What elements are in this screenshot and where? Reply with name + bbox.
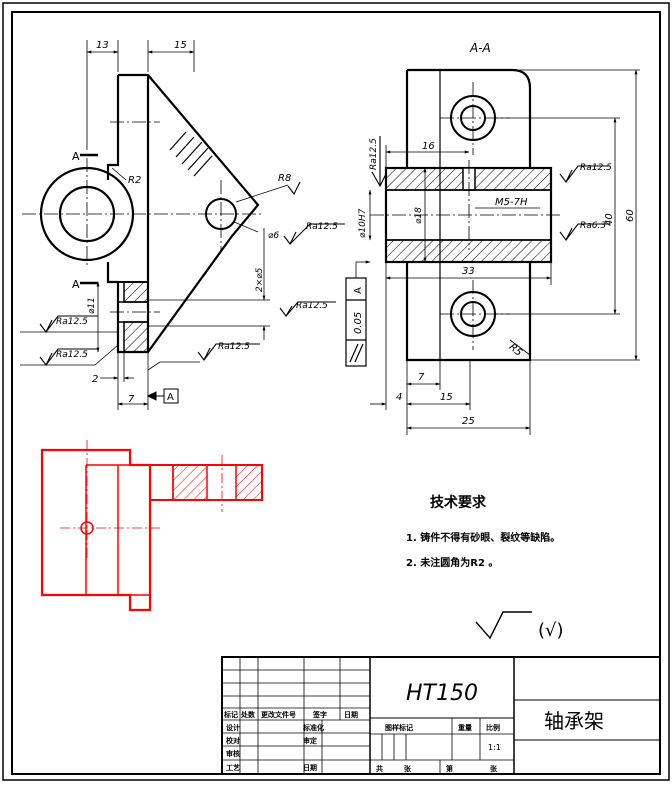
label-change-doc: 更改文件号 (261, 710, 296, 719)
scale-value: 1:1 (488, 743, 501, 752)
thread-m5: M5-7H (495, 197, 528, 208)
boss-dia: ⌀11 (87, 297, 97, 314)
label-check: 校对 (226, 736, 240, 745)
hole-dia: ⌀6 (268, 231, 279, 241)
rough-hole: Ra12.5 (306, 222, 338, 232)
dim-25: 25 (462, 416, 475, 427)
label-standardize: 标准化 (302, 723, 324, 732)
tolerance-value: 0.05 (353, 312, 364, 334)
label-sheet-1: 张 (404, 764, 412, 773)
requirement-2: 2. 未注圆角为R2 。 (406, 556, 498, 569)
title-block-labels: 标记 处数 更改文件号 签字 日期 设计 校对 审核 工艺 标准化 审定 日期 … (223, 710, 500, 773)
label-date: 日期 (344, 710, 358, 719)
radius-r2: R2 (128, 175, 141, 186)
dim-33: 33 (462, 266, 475, 277)
part-name: 轴承架 (544, 709, 604, 733)
label-approval-date: 日期 (303, 763, 317, 772)
dim-60: 60 (625, 209, 636, 222)
rough-left-b: Ra12.5 (56, 350, 88, 360)
datum-label: A (167, 392, 174, 403)
dim-16: 16 (422, 141, 435, 152)
label-review: 审核 (226, 749, 240, 758)
label-stage-mark: 图样标记 (385, 723, 413, 732)
view-label: A-A (469, 41, 491, 55)
roughness-note: (√) (538, 620, 564, 641)
rough-bottom: Ra12.5 (218, 342, 250, 352)
hole-pitch: 2×⌀5 (255, 267, 265, 292)
roughness-general-symbol (475, 611, 532, 640)
label-process: 工艺 (226, 763, 240, 772)
section-mark-bottom: A (72, 278, 80, 291)
requirements-title: 技术要求 (430, 494, 487, 511)
requirement-1: 1. 铸件不得有砂眼、裂纹等缺陷。 (406, 531, 560, 544)
rough-left-a: Ra12.5 (56, 317, 88, 327)
label-total: 共 (376, 764, 383, 773)
material: HT150 (406, 681, 478, 706)
radius-r8: R8 (278, 173, 291, 184)
left-view (20, 40, 289, 410)
dim-4: 4 (396, 392, 402, 403)
radius-r5: R5 (507, 342, 524, 359)
label-design: 设计 (226, 723, 240, 732)
label-sheet-2: 张 (490, 764, 498, 773)
section-view (345, 68, 640, 435)
section-mark-top: A (72, 150, 80, 163)
dim-15-section: 15 (440, 392, 453, 403)
label-weight: 重量 (458, 723, 472, 732)
rough-top: Ra12.5 (296, 301, 328, 311)
tolerance-datum: A (353, 287, 364, 294)
annotations: A-A A A A 13 15 R2 R8 ⌀6 2×⌀5 ⌀11 2 7 Ra… (56, 40, 636, 773)
label-count: 处数 (240, 710, 256, 719)
label-mark: 标记 (223, 710, 238, 719)
bore-dia: ⌀10H7 (358, 208, 368, 238)
dim-15: 15 (174, 40, 187, 51)
label-page: 第 (446, 764, 453, 773)
inner-border (11, 11, 661, 775)
dim-2: 2 (92, 374, 98, 385)
dim-7: 7 (128, 394, 135, 405)
label-approve: 审定 (303, 736, 317, 745)
dim-7-section: 7 (418, 372, 425, 383)
rough-section-left: Ra12.5 (369, 138, 379, 170)
dim-40: 40 (604, 213, 615, 226)
label-signature: 签字 (312, 710, 327, 719)
dim-13: 13 (96, 40, 109, 51)
title-block (221, 656, 661, 775)
roughness-symbols-left (39, 181, 345, 367)
red-auxiliary-view (40, 440, 263, 612)
label-scale: 比例 (486, 723, 500, 732)
rough-section-right-bottom: Ra6.3 (580, 221, 606, 231)
dia-18: ⌀18 (414, 207, 424, 224)
rough-section-right-top: Ra12.5 (580, 163, 612, 173)
